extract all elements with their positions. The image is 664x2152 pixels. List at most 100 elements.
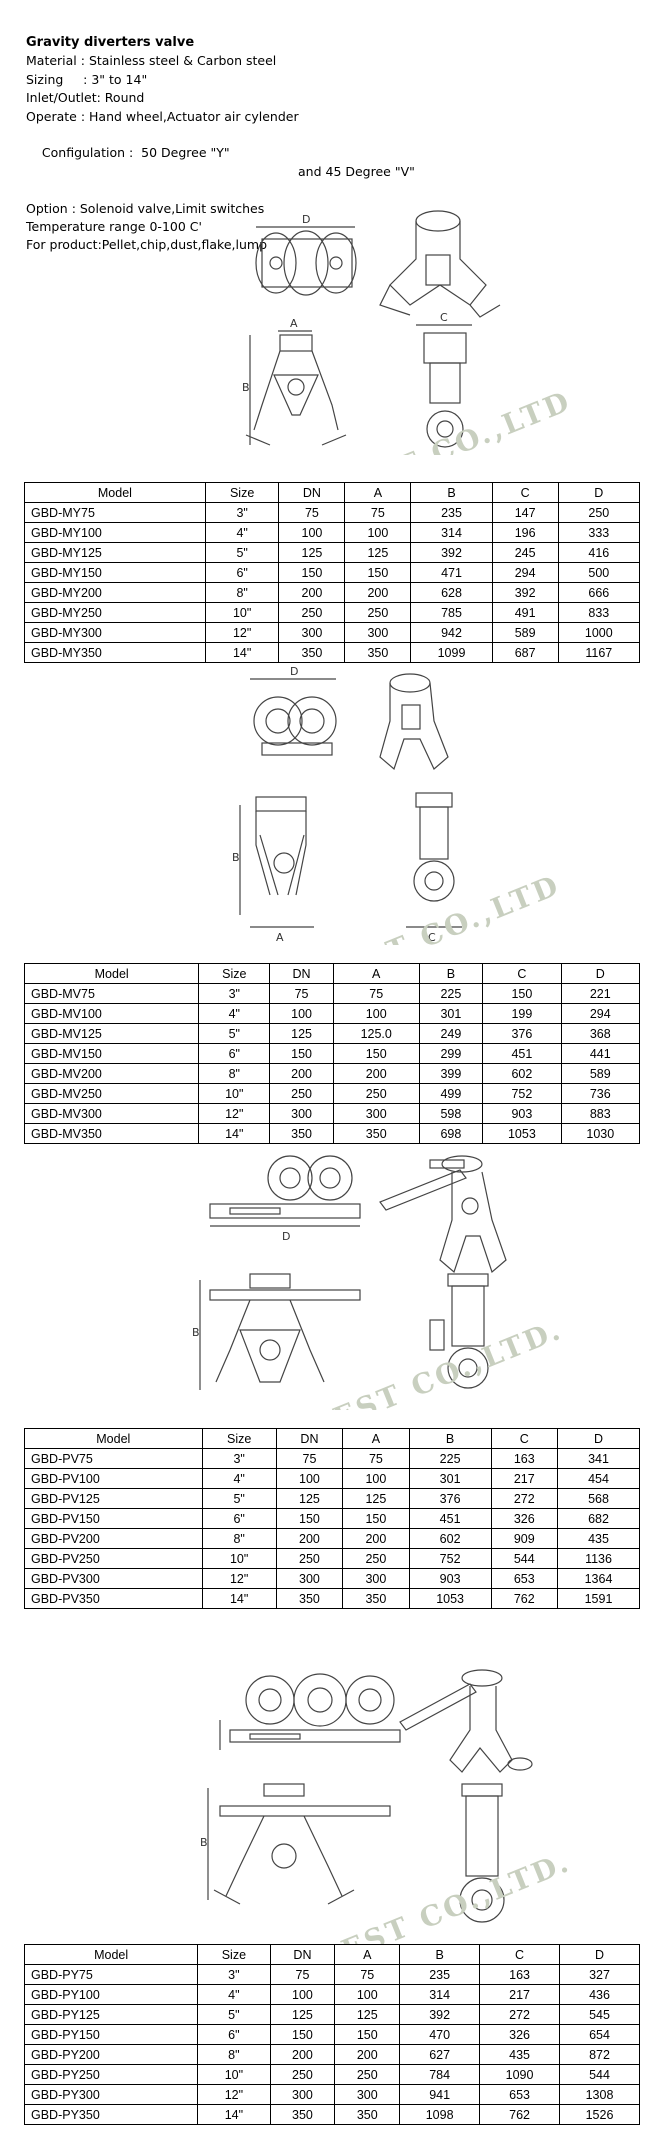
table-cell: 399 — [418, 1063, 484, 1084]
table-cell: 327 — [559, 1964, 640, 1985]
iso-view — [379, 673, 449, 771]
table-cell: 100 — [334, 1984, 401, 2005]
table-cell: 147 — [491, 502, 559, 523]
table-cell: 14" — [197, 2104, 271, 2125]
table-cell: GBD-MY150 — [24, 562, 206, 583]
table-cell: 628 — [410, 582, 493, 603]
column-header: Size — [197, 1944, 271, 1965]
spec-config-v: and 45 Degree "V" — [298, 163, 415, 179]
column-header: A — [342, 1428, 410, 1449]
table-cell: GBD-MV75 — [23, 983, 200, 1004]
table-cell: 491 — [491, 602, 559, 623]
table-cell: 150 — [269, 2024, 336, 2045]
table-cell: 301 — [408, 1468, 492, 1489]
watermark: BEYOBEST CO.,LTD. — [218, 1845, 575, 1950]
table-cell: GBD-PY150 — [23, 2024, 199, 2045]
table-cell: 602 — [408, 1528, 492, 1549]
table-cell: 441 — [560, 1043, 641, 1064]
table-cell: 4" — [204, 522, 280, 543]
table-cell: 451 — [482, 1043, 562, 1064]
column-header: A — [332, 963, 420, 984]
table-cell: GBD-MY250 — [24, 602, 206, 623]
column-header: DN — [278, 482, 346, 503]
table-cell: GBD-PV75 — [24, 1448, 203, 1469]
table-cell: 100 — [275, 1468, 344, 1489]
table-cell: 435 — [479, 2044, 561, 2065]
table-cell: 200 — [269, 1063, 334, 1084]
table-cell: GBD-PY100 — [23, 1984, 199, 2005]
table-cell: 341 — [557, 1448, 640, 1469]
table-cell: 1099 — [410, 642, 493, 663]
table-cell: 1030 — [560, 1123, 641, 1144]
spec-material: Material : Stainless steel & Carbon stee… — [26, 53, 277, 69]
table-cell: GBD-MV300 — [23, 1103, 200, 1124]
table-cell: 4" — [198, 1003, 271, 1024]
table-cell: 350 — [278, 642, 346, 663]
table-cell: 326 — [490, 1508, 559, 1529]
front-view: B — [200, 1783, 391, 1905]
spec-inlet: Inlet/Outlet: Round — [26, 90, 145, 106]
spec-block: Gravity diverters valve Material : Stain… — [26, 34, 415, 255]
column-header: Model — [23, 963, 200, 984]
table-cell: GBD-PV200 — [24, 1528, 203, 1549]
table-cell: 150 — [334, 2024, 401, 2045]
column-header: Size — [204, 482, 280, 503]
table-cell: 6" — [197, 2024, 271, 2045]
table-cell: 5" — [201, 1488, 277, 1509]
table-cell: 5" — [198, 1023, 271, 1044]
table-cell: 250 — [344, 602, 412, 623]
table-cell: 1591 — [557, 1588, 640, 1609]
top-view: D — [255, 213, 357, 296]
table-cell: 392 — [399, 2004, 481, 2025]
table-cell: 451 — [408, 1508, 492, 1529]
table-cell: GBD-PY200 — [23, 2044, 199, 2065]
table-cell: GBD-MV350 — [23, 1123, 200, 1144]
table-cell: 784 — [399, 2064, 481, 2085]
table-cell: 250 — [275, 1548, 344, 1569]
table-cell: 1053 — [482, 1123, 562, 1144]
table-cell: 682 — [557, 1508, 640, 1529]
table-cell: 1000 — [557, 622, 641, 643]
table-cell: 1526 — [559, 2104, 640, 2125]
table-cell: 200 — [342, 1528, 410, 1549]
table-cell: 368 — [560, 1023, 641, 1044]
table-cell: GBD-PV250 — [24, 1548, 203, 1569]
table-cell: GBD-PY250 — [23, 2064, 199, 2085]
table-cell: 100 — [278, 522, 346, 543]
table-cell: 235 — [399, 1964, 481, 1985]
spec-sizing: Sizing : 3" to 14" — [26, 71, 148, 87]
table-cell: GBD-MV100 — [23, 1003, 200, 1024]
table-cell: 75 — [275, 1448, 344, 1469]
column-header: Model — [24, 482, 206, 503]
top-view — [219, 1673, 401, 1750]
dimension-label: D — [282, 1230, 290, 1243]
table-cell: 1136 — [557, 1548, 640, 1569]
table-cell: 326 — [479, 2024, 561, 2045]
table-cell: 752 — [482, 1083, 562, 1104]
column-header: Size — [201, 1428, 277, 1449]
table-cell: 785 — [410, 602, 493, 623]
table-cell: 1053 — [408, 1588, 492, 1609]
table-cell: 598 — [418, 1103, 484, 1124]
drawing-py-series: B BEYOBEST CO.,LTD. — [200, 1660, 580, 1950]
table-cell: 75 — [269, 1964, 336, 1985]
dimension-label: D — [290, 665, 298, 678]
column-header: D — [560, 963, 641, 984]
dimension-label: B — [192, 1326, 200, 1339]
column-header: B — [418, 963, 484, 984]
table-cell: GBD-PV150 — [24, 1508, 203, 1529]
top-view: D — [209, 1155, 361, 1243]
table-cell: 589 — [560, 1063, 641, 1084]
dimension-label: B — [232, 851, 240, 864]
column-header: D — [557, 1428, 640, 1449]
column-header: DN — [275, 1428, 344, 1449]
table-cell: 666 — [557, 582, 641, 603]
